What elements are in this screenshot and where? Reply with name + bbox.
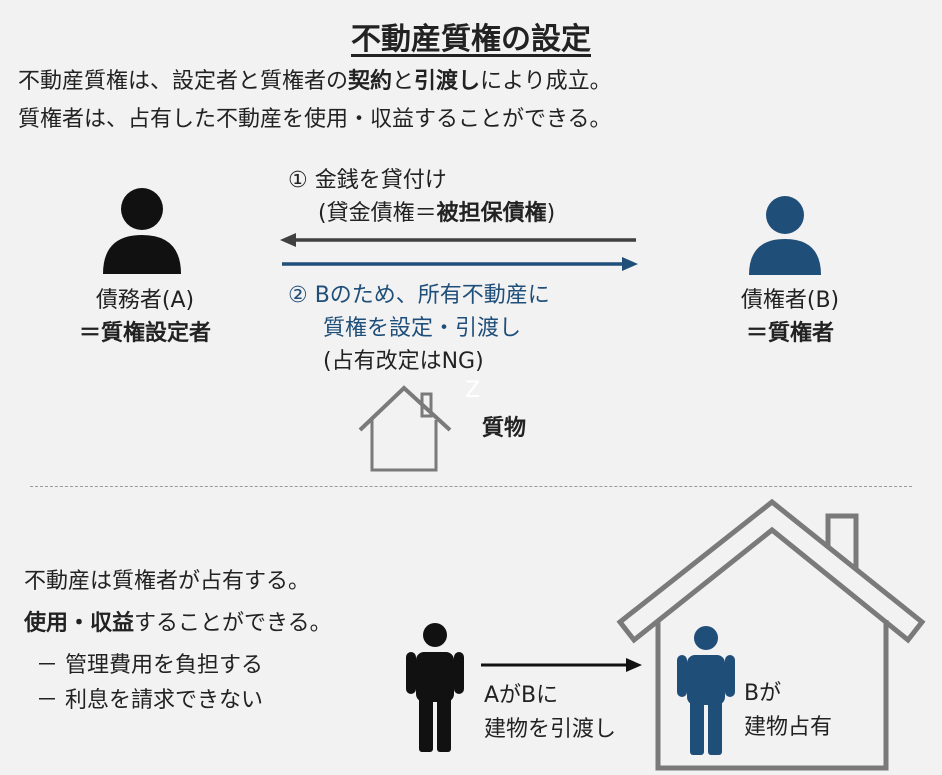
step2-detail: 質権を設定・引渡し <box>323 316 522 341</box>
intro-line-1: 不動産質権は、設定者と質権者の契約と引渡しにより成立。 <box>18 66 612 98</box>
creditor-person-icon <box>749 196 821 275</box>
transfer-arrow <box>481 658 642 672</box>
occupy-label-2: 建物占有 <box>744 715 833 740</box>
transfer-label-2: 建物を引渡し <box>484 717 617 742</box>
bottom-line-2: 使用・収益することができる。 <box>24 608 332 640</box>
intro-keyword-delivery: 引渡し <box>414 69 481 94</box>
z-mark: Z <box>465 378 481 403</box>
pledge-arrow <box>282 257 638 271</box>
bottom-line-1: 不動産は質権者が占有する。 <box>24 569 311 594</box>
transfer-label-1: AがBに <box>484 683 559 708</box>
occupy-label-1: Bが <box>744 681 782 706</box>
step1-label: ① 金銭を貸付け <box>288 168 447 193</box>
step1-text: (貸金債権＝ <box>318 201 437 226</box>
pledged-house-icon <box>358 385 452 472</box>
debtor-label: 債務者(A) <box>95 288 195 313</box>
pledged-property-label: 質物 <box>482 416 527 441</box>
use-benefit-keyword: 使用・収益 <box>24 611 135 636</box>
bullet-management-costs: － 管理費用を負担する <box>36 653 263 678</box>
intro-text: により成立。 <box>480 69 612 94</box>
intro-text: と <box>392 69 415 94</box>
creditor-role: ＝質権者 <box>745 321 834 346</box>
bottom-text: することができる。 <box>134 611 332 636</box>
step2-label: ② Bのため、所有不動産に <box>288 283 550 308</box>
section-divider <box>30 486 912 487</box>
intro-keyword-contract: 契約 <box>348 69 393 94</box>
page-title: 不動産質権の設定 <box>351 22 591 57</box>
step2-note: (占有改定はNG) <box>323 349 484 374</box>
debtor-standing-person-icon <box>406 623 464 752</box>
step1-detail: (貸金債権＝被担保債権) <box>318 198 555 230</box>
intro-text: 不動産質権は、設定者と質権者の <box>18 69 349 94</box>
creditor-standing-person-icon <box>677 626 735 755</box>
debtor-role: ＝質権設定者 <box>78 321 211 346</box>
secured-claim-text: 被担保債権 <box>436 201 547 226</box>
step1-text: ) <box>546 201 556 226</box>
bullet-no-interest: － 利息を請求できない <box>36 688 263 713</box>
building-house-icon <box>616 498 926 771</box>
intro-line-2: 質権者は、占有した不動産を使用・収益することができる。 <box>18 107 612 132</box>
creditor-label: 債権者(B) <box>740 288 840 313</box>
loan-arrow <box>280 233 636 247</box>
debtor-person-icon <box>103 188 181 274</box>
